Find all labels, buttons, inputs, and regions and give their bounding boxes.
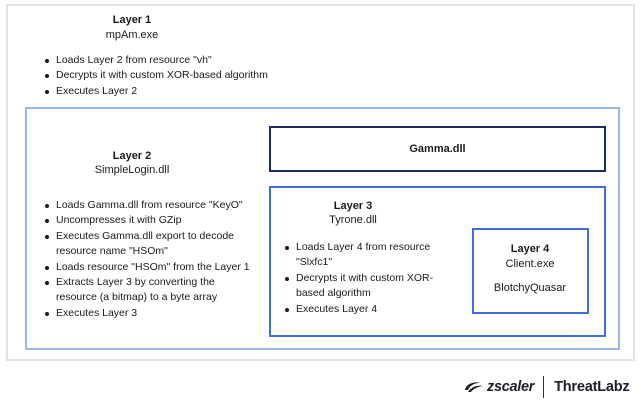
layer1-box (6, 4, 635, 361)
gamma-dll-box: Gamma.dll (269, 126, 606, 172)
zscaler-wordmark: zscaler (487, 379, 535, 395)
list-item: Executes Layer 3 (45, 306, 250, 321)
layer4-family: BlotchyQuasar (493, 282, 567, 294)
list-item: Executes Layer 2 (45, 84, 268, 99)
list-item: Loads Layer 4 from resource (284, 240, 433, 255)
list-item: Uncompresses it with GZip (45, 213, 250, 228)
layer2-title: Layer 2 (112, 150, 152, 162)
threatlabz-wordmark: ThreatLabz (554, 379, 630, 395)
gamma-dll-title: Gamma.dll (409, 143, 466, 155)
layer1-title: Layer 1 (112, 14, 152, 26)
layer4-file: Client.exe (505, 258, 555, 270)
layer4-box (472, 228, 589, 314)
layer3-box (269, 186, 606, 337)
layer3-title: Layer 3 (333, 200, 373, 212)
list-item-continuation: resource (a bitmap) to a byte array (56, 291, 218, 304)
list-item: Decrypts it with custom XOR-based algori… (45, 68, 268, 83)
list-item: Loads Layer 2 from resource "vh" (45, 53, 268, 68)
list-item-continuation: "Slxfc1" (296, 256, 333, 269)
layer2-box (25, 107, 620, 350)
layer3-file: Tyrone.dll (329, 214, 377, 226)
zscaler-logo-icon (465, 382, 483, 392)
list-item: Loads Gamma.dll from resource "KeyO" (45, 198, 250, 213)
layer2-steps: Loads Gamma.dll from resource "KeyO" Unc… (43, 198, 250, 321)
layer4-title: Layer 4 (510, 243, 550, 255)
layer3-steps: Loads Layer 4 from resource "Slxfc1" Dec… (283, 240, 433, 317)
list-item: Extracts Layer 3 by converting the (45, 275, 250, 290)
layer2-file: SimpleLogin.dll (94, 164, 170, 176)
list-item: Decrypts it with custom XOR- (284, 271, 433, 286)
list-item: Executes Gamma.dll export to decode (45, 229, 250, 244)
list-item-continuation: resource name "HSOm" (56, 245, 168, 258)
layer1-steps: Loads Layer 2 from resource "vh" Decrypt… (43, 53, 268, 99)
list-item-continuation: based algorithm (296, 287, 371, 300)
list-item: Executes Layer 4 (284, 302, 433, 317)
layer1-file: mpAm.exe (105, 29, 159, 41)
footer-branding: zscaler ThreatLabz (462, 374, 637, 400)
footer-divider (543, 376, 545, 398)
list-item: Loads resource "HSOm" from the Layer 1 (45, 260, 250, 275)
